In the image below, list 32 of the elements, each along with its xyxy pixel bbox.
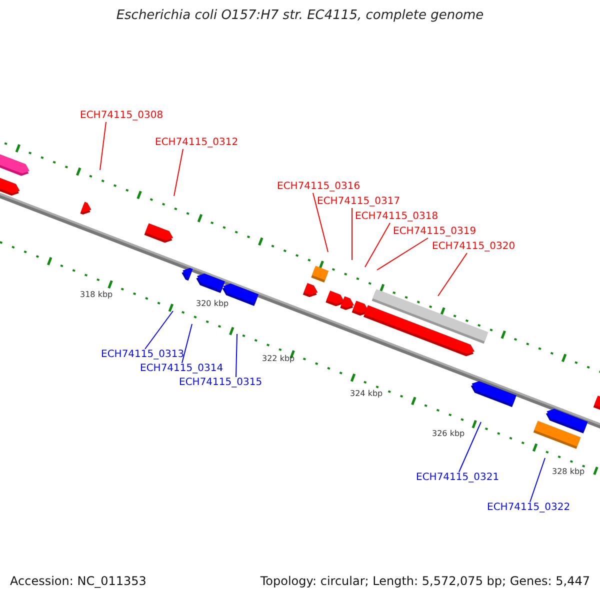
gene-label: ECH74115_0320: [432, 241, 516, 253]
leader-line: [364, 222, 390, 268]
gene-label: ECH74115_0321: [416, 472, 500, 484]
gene-label: ECH74115_0312: [155, 137, 238, 149]
leader-line: [144, 310, 174, 350]
footer-text: Accession: NC_011353: [10, 575, 146, 587]
gene-label: ECH74115_0308: [80, 110, 164, 122]
leader-line: [458, 422, 482, 472]
gene-label: ECH74115_0315: [179, 377, 262, 389]
scale-label: 324 kbp: [350, 388, 383, 400]
leader-line: [376, 238, 428, 270]
gene-label: ECH74115_0318: [355, 211, 438, 223]
scale-label: 318 kbp: [80, 289, 113, 301]
leader-line: [312, 192, 328, 252]
scale-label: 320 kbp: [196, 298, 229, 310]
leader-line: [100, 122, 106, 170]
gene-label: ECH74115_0314: [140, 363, 224, 375]
leader-line: [174, 148, 184, 196]
leader-line: [438, 252, 468, 296]
title: Escherichia coli O157:H7 str. EC4115, complete genome: [115, 10, 485, 22]
footer-text: Topology: circular; Length: 5,572,075 bp; Genes: 5,447: [260, 575, 590, 587]
leader-line: [236, 334, 238, 378]
scale-label: 328 kbp: [552, 466, 585, 478]
gene-label: ECH74115_0319: [393, 226, 476, 238]
leader-line: [182, 324, 192, 364]
leader-line: [530, 458, 546, 502]
scale-label: 322 kbp: [262, 353, 295, 365]
scale-label: 326 kbp: [432, 428, 465, 440]
gene-label: ECH74115_0322: [487, 502, 570, 514]
gene-label: ECH74115_0316: [277, 181, 360, 193]
gene-label: ECH74115_0313: [101, 349, 184, 361]
gene-label: ECH74115_0317: [317, 196, 400, 208]
